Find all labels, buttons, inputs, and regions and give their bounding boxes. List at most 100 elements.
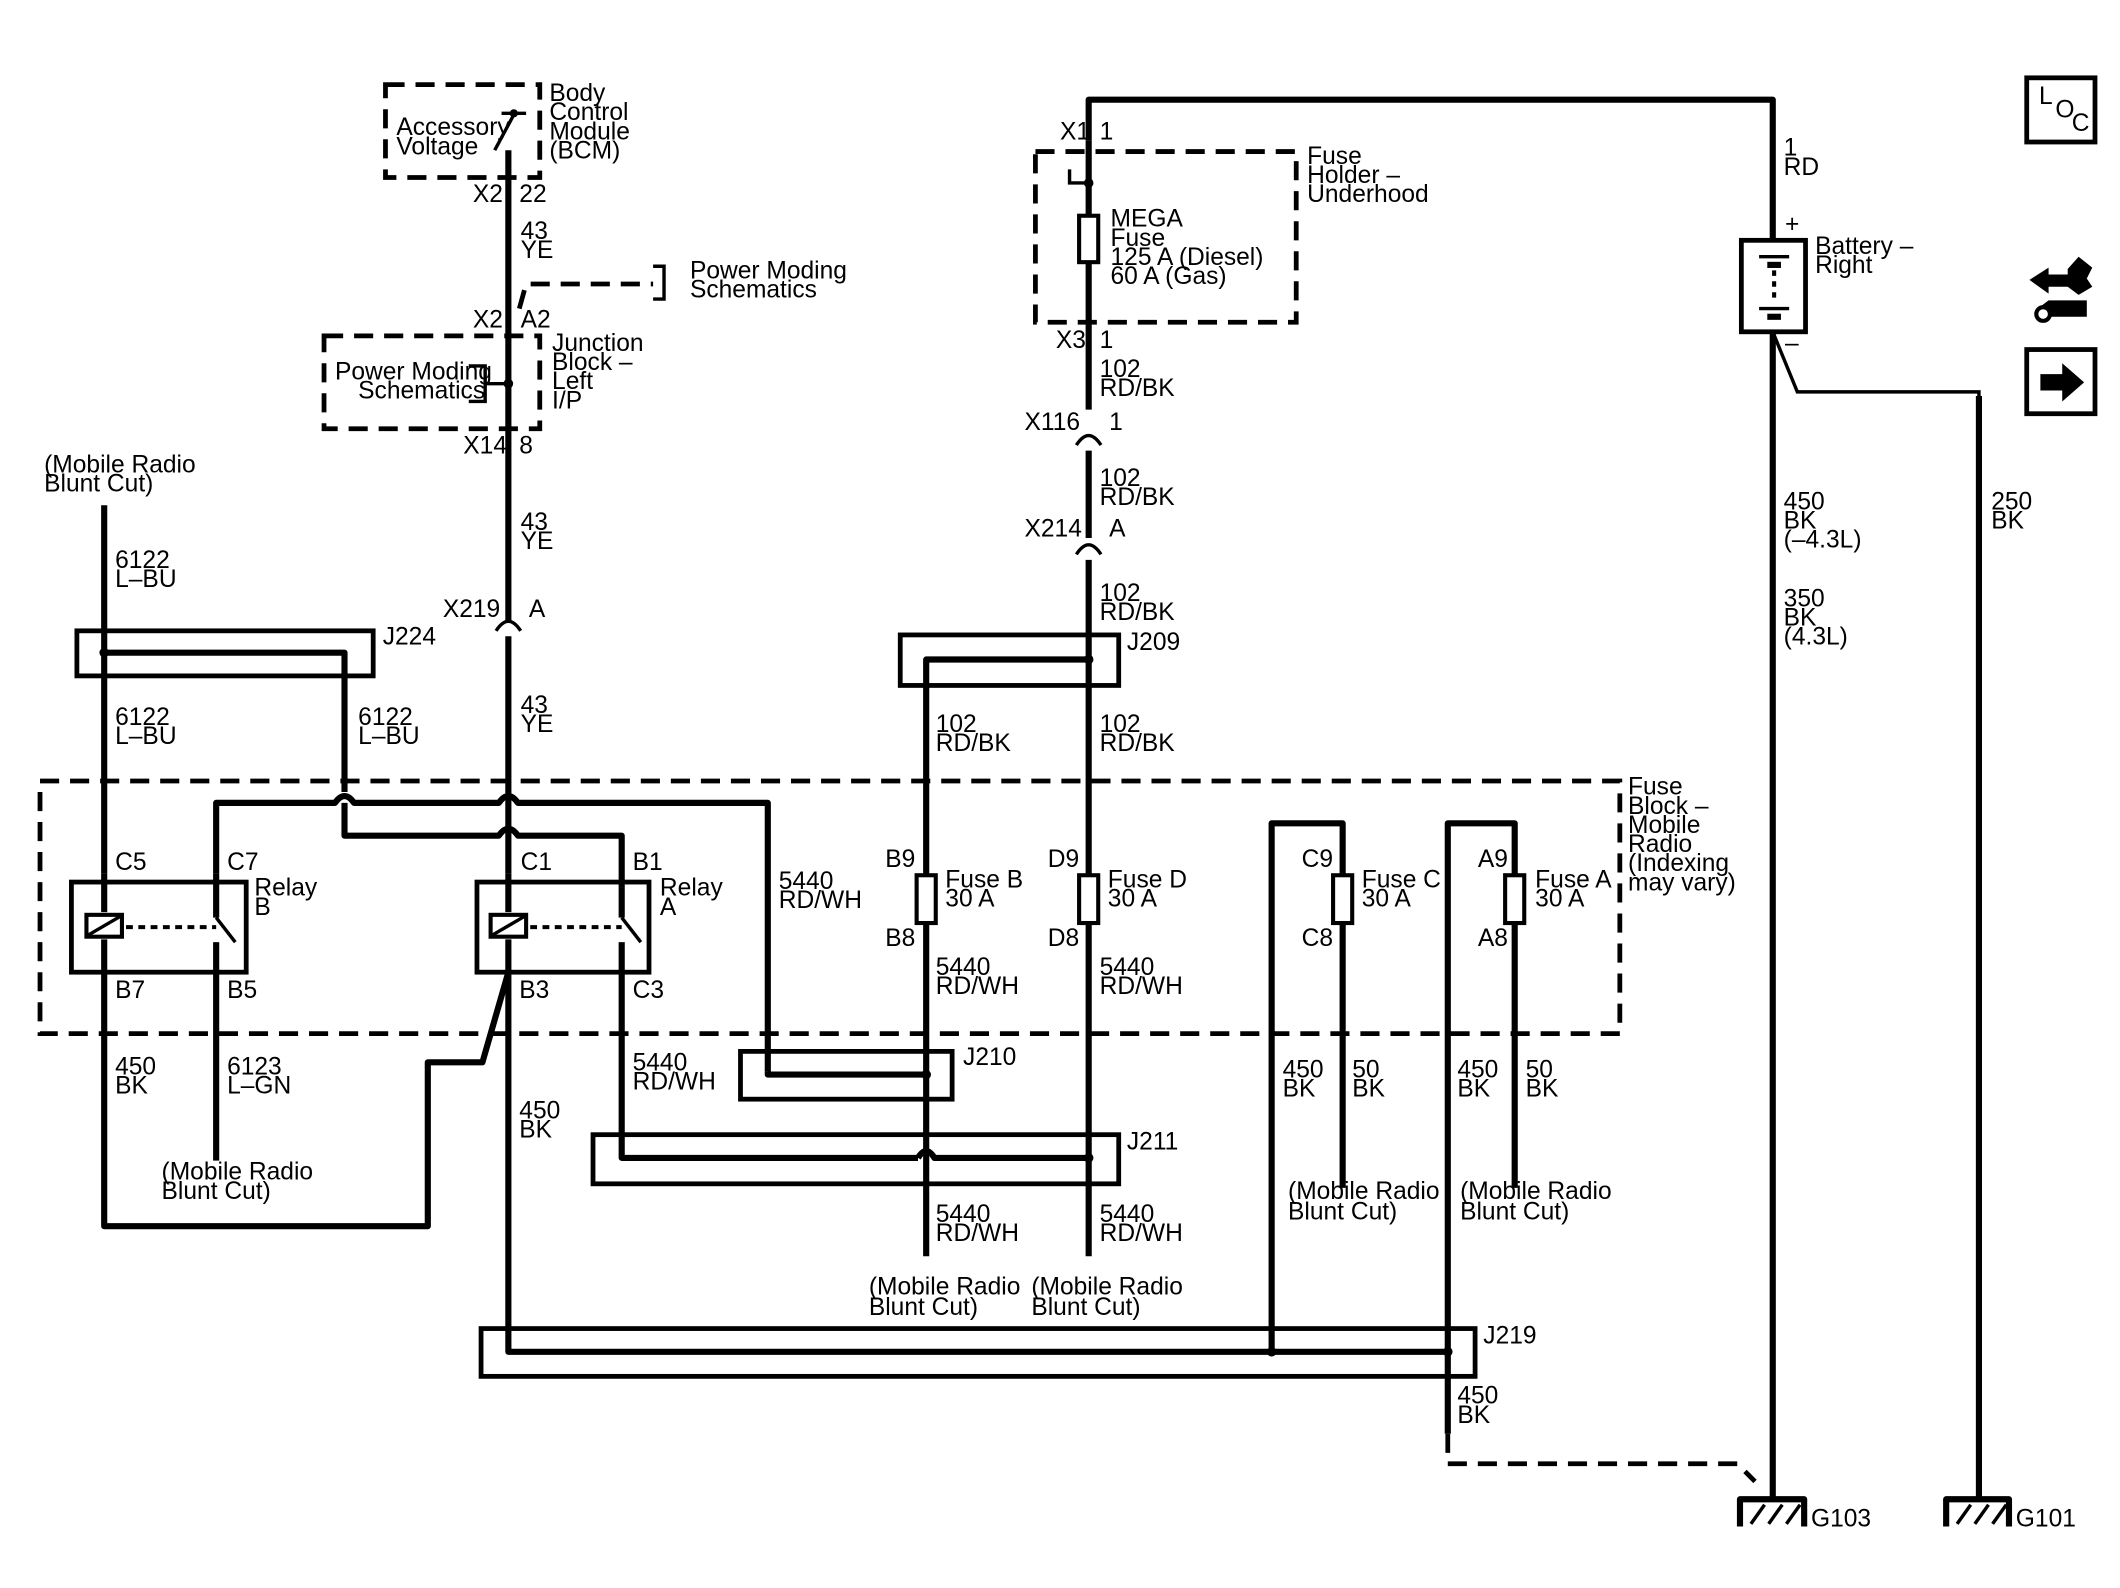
blunt-cut-label: (Mobile Radio (869, 1273, 1021, 1300)
wire-label: RD/WH (936, 1220, 1019, 1247)
loc-icon-letter: C (2072, 110, 2090, 137)
connector-swap-icon[interactable] (2029, 256, 2093, 323)
wire-label: 250 (1991, 488, 2032, 515)
wire-label: RD/WH (936, 973, 1019, 1000)
fuse-holder-title: Underhood (1307, 181, 1429, 208)
power-moding-ref: Power Moding Schematics (516, 258, 847, 310)
wire-label: 50 (1526, 1056, 1553, 1083)
relay-b: C5 C7 Relay B B7 B5 (69, 849, 318, 1004)
fuse-holder-pin-bottom: 1 (1100, 327, 1114, 354)
wire-label: L–BU (358, 723, 419, 750)
blunt-cut-label: (Mobile Radio (44, 451, 196, 478)
wire-label: BK (1991, 507, 2024, 534)
relay-a-pin-c3: C3 (633, 977, 664, 1004)
fuse-holder-title: Holder – (1307, 162, 1400, 189)
fuse-block-title: (Indexing (1628, 850, 1729, 877)
wire-label: 6122 (115, 704, 170, 731)
fuse-b-pin-bottom: B8 (885, 925, 915, 952)
fuse-d-pin-top: D9 (1048, 846, 1079, 873)
wire-label: RD/BK (1100, 730, 1176, 757)
fuse-b-name: Fuse B (945, 867, 1023, 894)
loc-icon-letter: O (2055, 96, 2074, 123)
splice-j209-label: J209 (1127, 629, 1180, 656)
fuse-d-pin-bottom: D8 (1048, 925, 1079, 952)
wire-label: 43 (521, 509, 548, 536)
x116-pin-label: 1 (1109, 409, 1123, 436)
power-moding-ref-label-2: Schematics (690, 277, 817, 304)
relay-a: C1 B1 Relay A B3 C3 (474, 849, 723, 1004)
wire-label: BK (1283, 1075, 1316, 1102)
loc-icon[interactable]: L O C (2024, 75, 2098, 145)
relay-b-label: Relay (254, 875, 318, 902)
jb-pin-top: A2 (521, 307, 551, 334)
jb-connector-bottom: X14 (463, 432, 507, 459)
fuse-block-mobile-radio (37, 778, 1623, 1037)
power-moding-ref-label-1: Power Moding (690, 258, 847, 285)
splice-j211-label: J211 (1127, 1129, 1178, 1156)
battery-right: + – Battery – Right (1738, 211, 1914, 357)
wire-label: RD/WH (1100, 1220, 1183, 1247)
x219-connector-symbol (494, 619, 523, 632)
wire-label: (–4.3L) (1784, 527, 1862, 554)
fuse-b-pin-top: B9 (885, 846, 915, 873)
fuse-c-rating: 30 A (1362, 886, 1412, 913)
fuse-c-pin-top: C9 (1302, 846, 1333, 873)
blunt-cut-label: Blunt Cut) (869, 1294, 978, 1321)
fuse-a-name: Fuse A (1535, 867, 1612, 894)
jb-connector-top: X2 (473, 307, 503, 334)
x214-label: X214 (1024, 516, 1081, 543)
wire-label: 450 (1784, 488, 1825, 515)
fuse-b: B9 Fuse B 30 A B8 (885, 846, 1023, 952)
wire-label: 450 (115, 1054, 156, 1081)
battery-minus-label: – (1785, 330, 1799, 357)
wire-label: 6123 (227, 1054, 282, 1081)
bus-6122-internal (341, 802, 625, 888)
x116-connector-symbol (1074, 433, 1103, 447)
wire-label: 450 (1283, 1056, 1324, 1083)
relay-b-pin-b5: B5 (227, 977, 257, 1004)
bcm-title-4: (BCM) (549, 137, 620, 164)
x219-pin-label: A (529, 596, 546, 623)
wire-label: YE (521, 237, 554, 264)
wire-label: 102 (1100, 711, 1141, 738)
splice-j210 (738, 1048, 955, 1102)
bcm-accessory-label: Accessory (396, 114, 510, 141)
splice-j209 (897, 632, 1122, 688)
fuse-d: D9 Fuse D 30 A D8 (1048, 846, 1187, 952)
relay-a-pin-c1: C1 (521, 849, 552, 876)
next-page-arrow-icon[interactable] (2024, 347, 2098, 417)
fuse-holder-connector-bottom: X3 (1056, 327, 1086, 354)
wire-label: 102 (936, 711, 977, 738)
fuse-block-title: Fuse (1628, 774, 1683, 801)
wire-label: 5440 (633, 1050, 688, 1077)
wire-label: RD/WH (633, 1069, 716, 1096)
wire-label: 102 (1100, 356, 1141, 383)
fuse-a-pin-top: A9 (1478, 846, 1508, 873)
wire-label: 450 (1457, 1383, 1498, 1410)
fuse-c-name: Fuse C (1362, 867, 1441, 894)
bcm-voltage-label: Voltage (396, 133, 478, 160)
fuse-a-rating: 30 A (1535, 886, 1585, 913)
bcm-connector-label: X2 (473, 181, 503, 208)
splice-j210-bar (764, 1071, 927, 1078)
fuse-a-pin-bottom: A8 (1478, 925, 1508, 952)
splice-j224-bar (104, 649, 348, 792)
fuse-c-pin-bottom: C8 (1302, 925, 1333, 952)
bcm-module: Accessory Voltage Body Control Module (B… (383, 80, 630, 208)
wire-label: 6122 (115, 547, 170, 574)
jb-power-moding-2: Schematics (358, 378, 485, 405)
wire-label: RD (1784, 154, 1819, 181)
fuse-block-title: may vary) (1628, 869, 1736, 896)
wire-label: 5440 (936, 954, 991, 981)
wire-label: 5440 (1100, 954, 1155, 981)
x214-pin-label: A (1109, 516, 1126, 543)
wire-label: BK (519, 1116, 552, 1143)
wire-450-relay-a-ground (505, 972, 1448, 1355)
jb-power-moding-1: Power Moding (335, 359, 492, 386)
ground-g101: G101 (1943, 1496, 2076, 1533)
relay-b-pin-c7: C7 (227, 849, 258, 876)
fuse-a: A9 Fuse A 30 A A8 (1478, 846, 1612, 952)
wire-label: RD/BK (1100, 599, 1176, 626)
blunt-cut-label: Blunt Cut) (1460, 1198, 1569, 1225)
blunt-cut-label: (Mobile Radio (1460, 1178, 1612, 1205)
